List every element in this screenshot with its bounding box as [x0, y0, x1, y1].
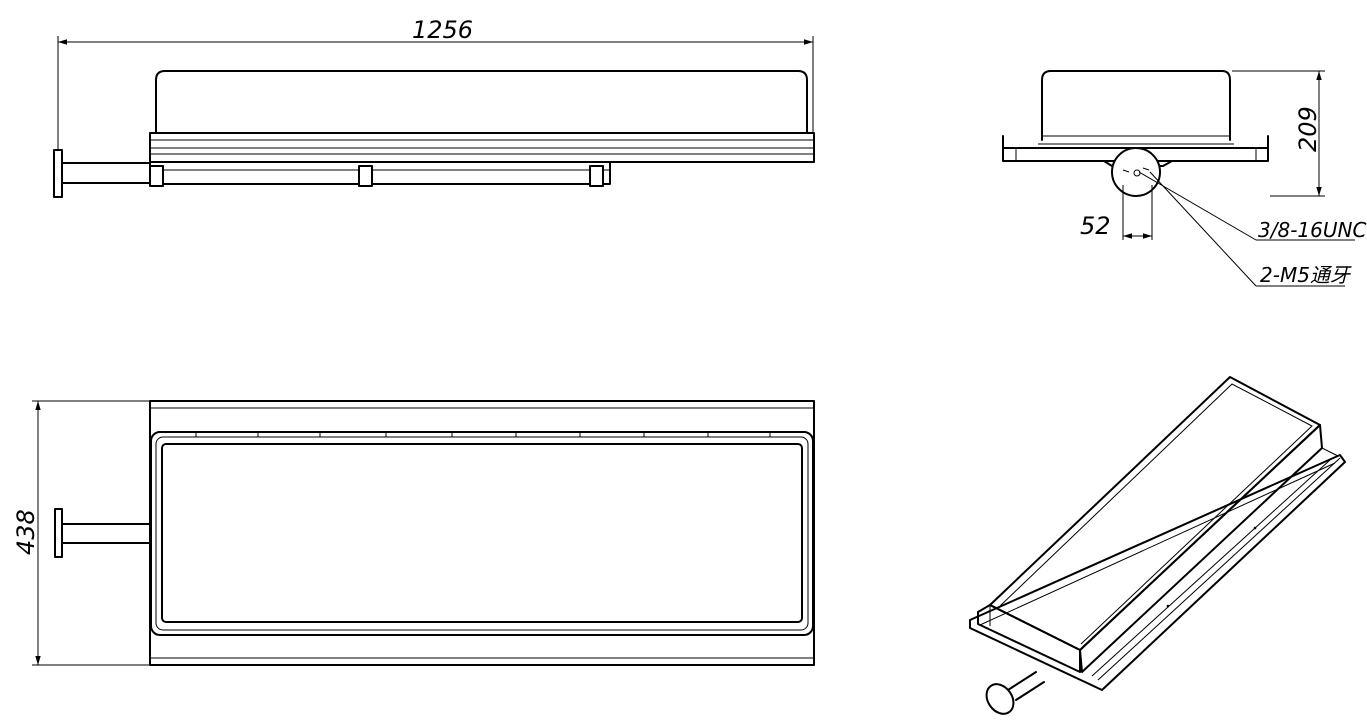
front-box	[155, 70, 808, 134]
top-tray-outer	[150, 431, 814, 636]
holes-note: 2-M5通牙	[1260, 263, 1352, 287]
height-dimension-label: 209	[1294, 106, 1322, 152]
front-rail	[149, 161, 611, 185]
isometric-view	[969, 376, 1346, 715]
front-view: 1256	[53, 16, 815, 198]
iso-pipe-flange	[985, 683, 1015, 715]
top-pipe-flange	[54, 508, 63, 558]
holes-leader	[1149, 171, 1257, 287]
side-view: 209 52 3/8-16UNC 2-M5通牙	[1002, 70, 1366, 287]
iso-frame	[969, 454, 1346, 691]
front-pipe-flange	[53, 149, 63, 198]
thread-note: 3/8-16UNC	[1258, 218, 1366, 242]
front-clip-right	[589, 165, 604, 187]
front-clip-middle	[358, 165, 373, 187]
depth-dimension-label: 438	[12, 509, 40, 555]
outlet-circle	[1111, 147, 1161, 197]
front-clip-left	[149, 165, 164, 187]
thread-leader	[1138, 171, 1257, 241]
iso-box-side	[1079, 424, 1323, 673]
top-tray-inner	[161, 443, 803, 623]
width-dimension-label: 1256	[412, 16, 473, 44]
offset-dimension-label: 52	[1080, 212, 1111, 240]
side-box	[1041, 70, 1231, 141]
top-view: 438	[12, 400, 815, 666]
top-plate	[149, 400, 815, 666]
